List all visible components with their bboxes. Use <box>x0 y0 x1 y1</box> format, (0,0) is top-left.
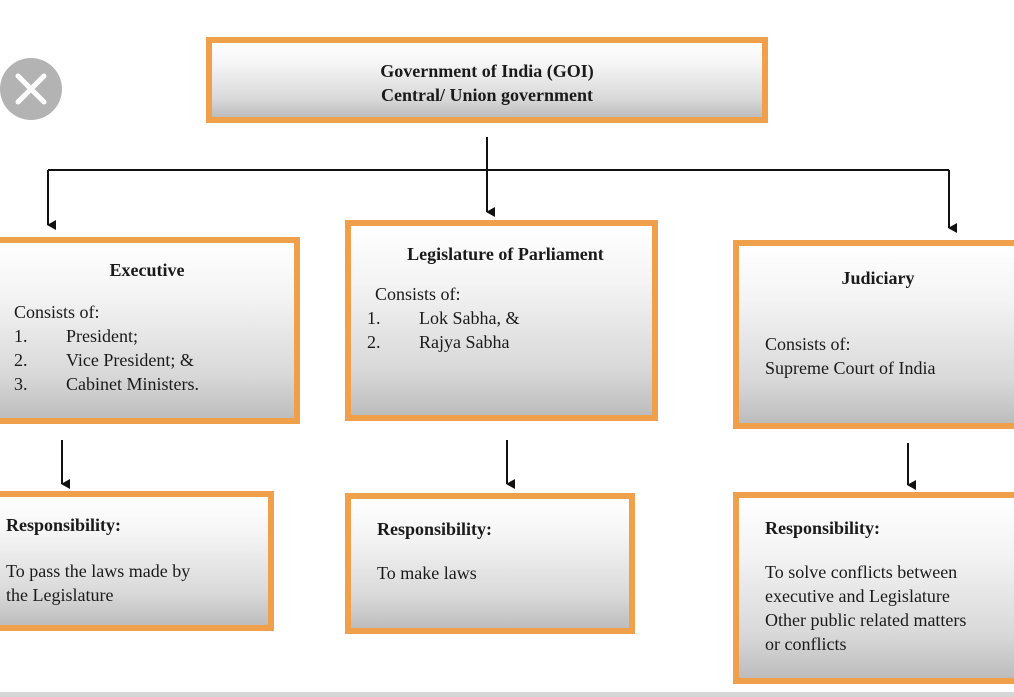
legislature-title: Legislature of Parliament <box>407 244 604 264</box>
judiciary-box: Judiciary Consists of: Supreme Court of … <box>733 240 1014 429</box>
judiciary-consists-text: Supreme Court of India <box>765 358 936 378</box>
goi-subtitle: Central/ Union government <box>381 85 593 105</box>
judiciary-consists-label: Consists of: <box>765 334 851 354</box>
legislature-responsibility-title: Responsibility: <box>377 519 493 539</box>
judiciary-responsibility-box: Responsibility: To solve conflicts betwe… <box>733 492 1014 684</box>
judiciary-responsibility-title: Responsibility: <box>765 518 881 538</box>
executive-item: 3.Cabinet Ministers. <box>14 374 199 394</box>
executive-responsibility-line: the Legislature <box>6 585 114 605</box>
judiciary-responsibility-line: To solve conflicts between <box>765 562 958 582</box>
legislature-item: 2.Rajya Sabha <box>367 332 510 352</box>
judiciary-responsibility-line: executive and Legislature <box>765 586 950 606</box>
executive-item: 2.Vice President; & <box>14 350 194 370</box>
executive-responsibility-box: Responsibility: To pass the laws made by… <box>0 491 274 631</box>
executive-item: 1.President; <box>14 326 138 346</box>
judiciary-title: Judiciary <box>841 268 915 288</box>
judiciary-responsibility-line: Other public related matters <box>765 610 967 630</box>
close-icon <box>15 73 47 105</box>
goi-box: Government of India (GOI) Central/ Union… <box>206 37 768 123</box>
executive-box: Executive Consists of: 1.President; 2.Vi… <box>0 237 300 424</box>
executive-consists-label: Consists of: <box>14 302 100 322</box>
close-button[interactable] <box>0 58 62 120</box>
executive-responsibility-title: Responsibility: <box>6 515 122 535</box>
bottom-divider <box>0 692 1014 697</box>
goi-title: Government of India (GOI) <box>380 61 594 81</box>
executive-responsibility-line: To pass the laws made by <box>6 561 191 581</box>
legislature-consists-label: Consists of: <box>375 284 461 304</box>
legislature-item: 1.Lok Sabha, & <box>367 308 520 328</box>
executive-title: Executive <box>109 260 185 280</box>
legislature-responsibility-box: Responsibility: To make laws <box>345 493 635 634</box>
legislature-box: Legislature of Parliament Consists of: 1… <box>345 220 658 421</box>
legislature-responsibility-line: To make laws <box>377 563 477 583</box>
judiciary-responsibility-line: or conflicts <box>765 634 847 654</box>
